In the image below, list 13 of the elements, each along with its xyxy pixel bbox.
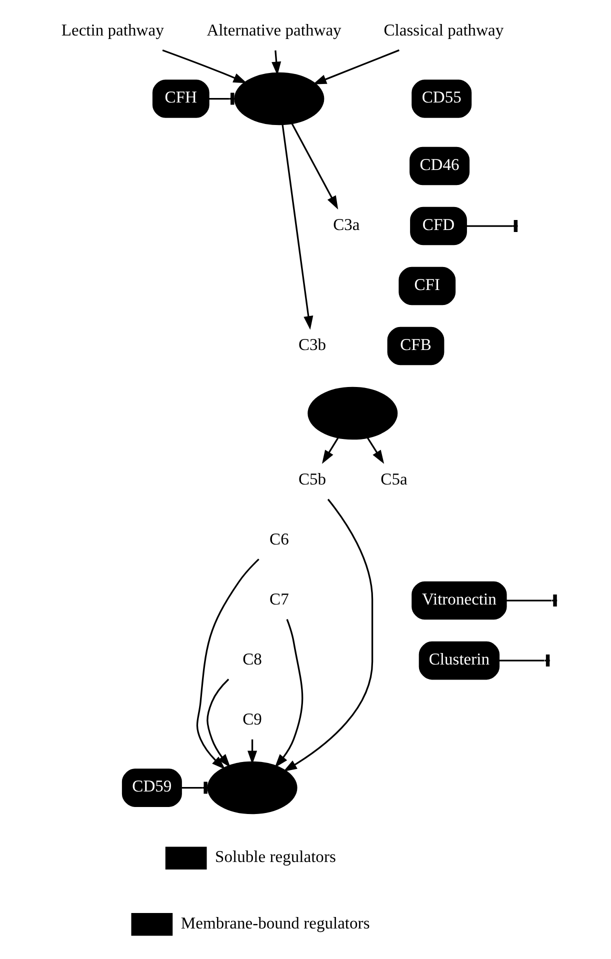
- node-text: Lectin pathway: [61, 20, 164, 40]
- node-text: C9: [242, 709, 262, 728]
- legend-label: Membrane-bound regulators: [180, 913, 370, 932]
- node-text: C6: [270, 529, 289, 548]
- node-text: C5a: [380, 469, 408, 488]
- node-text: C8: [242, 649, 262, 668]
- node-text: C3b: [298, 334, 326, 354]
- node-text: C5b: [298, 469, 326, 488]
- node-text: C3a: [333, 214, 360, 234]
- node-text: C7: [270, 589, 289, 608]
- legend-label: Soluble regulators: [215, 847, 336, 866]
- node-text: Alternative pathway: [206, 20, 342, 40]
- node-text: Classical pathway: [384, 20, 504, 40]
